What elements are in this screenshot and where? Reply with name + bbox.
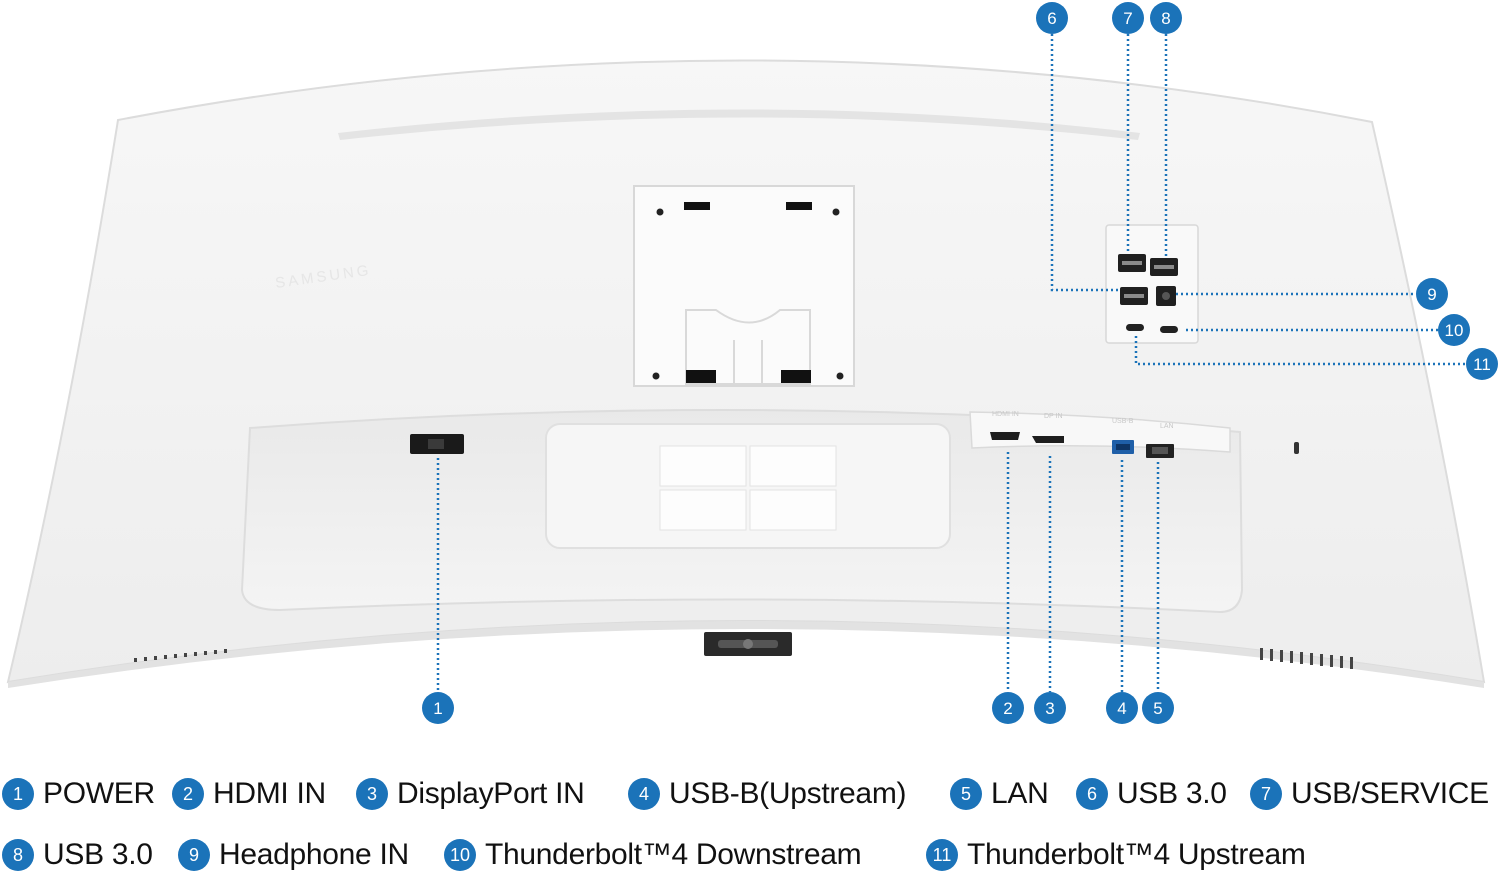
kensington-slot <box>1294 442 1299 454</box>
legend-label: USB/SERVICE <box>1291 777 1489 810</box>
callout-badge-9: 9 <box>1416 278 1448 310</box>
legend-badge: 11 <box>926 839 958 871</box>
displayport-icon <box>1032 436 1064 443</box>
lan-port-icon <box>1146 444 1174 458</box>
legend-label: HDMI IN <box>213 777 326 810</box>
legend-item-usb-3-right: 8 USB 3.0 <box>2 838 153 872</box>
svg-text:11: 11 <box>1473 355 1491 374</box>
callout-badge-8: 8 <box>1150 2 1182 34</box>
svg-text:5: 5 <box>1153 699 1162 718</box>
legend-item-power: 1 POWER <box>2 777 155 811</box>
usb-a-port-icon <box>1150 258 1178 276</box>
headphone-jack-icon <box>1156 286 1176 306</box>
legend-item-usb-service: 7 USB/SERVICE <box>1250 777 1489 811</box>
legend-item-thunderbolt-upstream: 11 Thunderbolt™4 Upstream <box>926 838 1306 872</box>
callout-badge-5: 5 <box>1142 692 1174 724</box>
svg-text:3: 3 <box>1045 699 1054 718</box>
legend-item-thunderbolt-downstream: 10 Thunderbolt™4 Downstream <box>444 838 862 872</box>
side-port-panel <box>1105 224 1199 344</box>
legend-item-hdmi: 2 HDMI IN <box>172 777 326 811</box>
legend-label: Thunderbolt™4 Upstream <box>967 838 1306 871</box>
monitor-bottom-edge <box>8 621 1484 688</box>
control-joystick <box>704 632 792 656</box>
svg-text:6: 6 <box>1047 9 1056 28</box>
legend-badge: 5 <box>950 778 982 810</box>
usb-c-port-icon <box>1160 326 1178 333</box>
legend-item-lan: 5 LAN <box>950 777 1049 811</box>
callout-badge-1: 1 <box>422 692 454 724</box>
svg-text:9: 9 <box>1427 285 1436 304</box>
callout-badge-10: 10 <box>1438 314 1470 346</box>
leader-line-6 <box>1050 34 1118 292</box>
speaker-grille-right <box>1260 648 1353 669</box>
legend-label: DisplayPort IN <box>397 777 585 810</box>
legend-item-headphone: 9 Headphone IN <box>178 838 409 872</box>
port-label-usb-b: USB-B <box>1112 418 1134 425</box>
legend-label: Headphone IN <box>219 838 409 871</box>
usb-a-port-icon <box>1118 254 1146 272</box>
vesa-mount-plate <box>633 185 855 387</box>
rear-io-bar: HDMI IN DP IN USB-B LAN <box>969 411 1231 458</box>
legend-item-usb-b: 4 USB-B(Upstream) <box>628 777 907 811</box>
hdmi-port-icon <box>990 432 1020 440</box>
legend-badge: 9 <box>178 839 210 871</box>
leader-lines <box>436 34 1466 692</box>
legend-badge: 1 <box>2 778 34 810</box>
legend-label: POWER <box>43 777 155 810</box>
callout-badge-4: 4 <box>1106 692 1138 724</box>
legend-label: Thunderbolt™4 Downstream <box>485 838 862 871</box>
legend-badge: 10 <box>444 839 476 871</box>
callout-badge-11: 11 <box>1466 348 1498 380</box>
usb-b-port-icon <box>1112 440 1134 454</box>
svg-text:2: 2 <box>1003 699 1012 718</box>
callout-badge-3: 3 <box>1034 692 1066 724</box>
port-label-dp: DP IN <box>1044 413 1063 420</box>
callout-badge-2: 2 <box>992 692 1024 724</box>
legend-badge: 7 <box>1250 778 1282 810</box>
usb-a-port-icon <box>1120 287 1148 305</box>
stand-mount <box>545 423 951 549</box>
svg-text:4: 4 <box>1117 699 1126 718</box>
legend-label: USB-B(Upstream) <box>669 777 907 810</box>
legend-badge: 6 <box>1076 778 1108 810</box>
speaker-grille-left <box>134 649 227 662</box>
legend-item-usb-3-left: 6 USB 3.0 <box>1076 777 1227 811</box>
legend-item-displayport: 3 DisplayPort IN <box>356 777 585 811</box>
svg-text:1: 1 <box>433 699 442 718</box>
legend-badge: 2 <box>172 778 204 810</box>
port-label-lan: LAN <box>1160 423 1174 430</box>
callout-badge-7: 7 <box>1112 2 1144 34</box>
legend-label: USB 3.0 <box>1117 777 1227 810</box>
legend-badge: 8 <box>2 839 34 871</box>
callout-badge-6: 6 <box>1036 2 1068 34</box>
port-label-hdmi: HDMI IN <box>992 411 1019 418</box>
svg-text:7: 7 <box>1123 9 1132 28</box>
power-socket-icon <box>410 434 464 454</box>
legend-label: LAN <box>991 777 1049 810</box>
legend-badge: 3 <box>356 778 388 810</box>
top-groove <box>338 109 1140 140</box>
usb-c-port-icon <box>1126 324 1144 331</box>
svg-text:10: 10 <box>1445 321 1464 340</box>
svg-text:8: 8 <box>1161 9 1170 28</box>
legend-badge: 4 <box>628 778 660 810</box>
legend-label: USB 3.0 <box>43 838 153 871</box>
